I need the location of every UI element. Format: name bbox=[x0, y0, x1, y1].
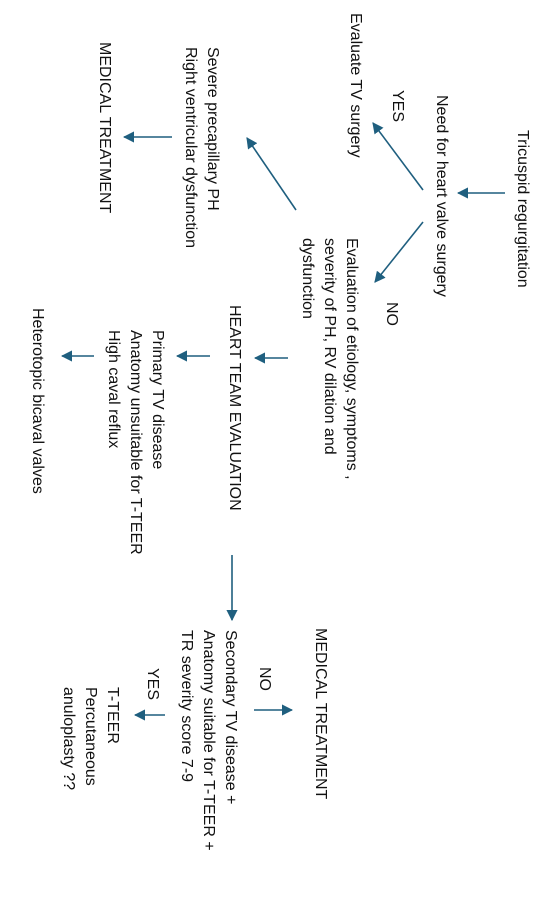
node-medical-treatment-right: MEDICAL TREATMENT bbox=[309, 628, 331, 799]
node-line: anuloplasty ?? bbox=[60, 687, 77, 791]
label-yes-bottom: YES bbox=[141, 668, 163, 700]
node-medical-treatment-left: MEDICAL TREATMENT bbox=[93, 42, 115, 213]
label-no-top: NO bbox=[380, 302, 402, 326]
label-no-bottom: NO bbox=[253, 667, 275, 691]
node-line: Severe precapillary PH bbox=[204, 47, 221, 211]
node-line: Percutaneous bbox=[82, 687, 99, 786]
node-line: Secondary TV disease + bbox=[222, 630, 239, 805]
node-line: TR severity score 7-9 bbox=[178, 630, 195, 783]
arrow-need-surgery-yes bbox=[372, 122, 424, 191]
node-line: dysfunction bbox=[299, 238, 316, 319]
node-heart-team-evaluation: HEART TEAM EVALUATION bbox=[223, 305, 245, 511]
node-line: Heterotopic bicaval valves bbox=[29, 308, 46, 494]
node-line: HEART TEAM EVALUATION bbox=[226, 305, 243, 511]
node-line: Evaluate TV surgery bbox=[347, 13, 364, 158]
label-text: NO bbox=[383, 302, 400, 326]
node-line: severity of PH, RV dilation and bbox=[321, 238, 338, 455]
label-text: YES bbox=[144, 668, 161, 701]
node-line: MEDICAL TREATMENT bbox=[312, 628, 329, 800]
node-evaluate-tv-surgery: Evaluate TV surgery bbox=[344, 13, 366, 158]
node-line: Right ventricular dysfunction bbox=[182, 47, 199, 248]
label-text: YES bbox=[389, 90, 406, 123]
node-line: MEDICAL TREATMENT bbox=[96, 42, 113, 214]
node-line: High caval reflux bbox=[105, 330, 122, 449]
node-line: Primary TV disease bbox=[149, 330, 166, 470]
arrow-need-surgery-no bbox=[374, 221, 424, 283]
node-heterotopic-bicaval-valves: Heterotopic bicaval valves bbox=[26, 308, 48, 494]
node-line: Anatomy suitable for T-TEER + bbox=[200, 630, 217, 851]
label-yes-top: YES bbox=[386, 90, 408, 122]
node-evaluation-etiology: Evaluation of etiology, symptoms , sever… bbox=[296, 238, 362, 480]
node-line: T-TEER bbox=[104, 687, 121, 744]
node-line: Need for heart valve surgery bbox=[433, 95, 450, 297]
node-line: Evaluation of etiology, symptoms , bbox=[343, 238, 360, 480]
node-need-heart-valve-surgery: Need for heart valve surgery bbox=[430, 95, 452, 297]
node-t-teer: T-TEER Percutaneous anuloplasty ?? bbox=[57, 687, 123, 790]
node-primary-tv-disease: Primary TV disease Anatomy unsuitable fo… bbox=[102, 330, 168, 555]
node-line: Anatomy unsuitable for T-TEER bbox=[127, 330, 144, 555]
node-tricuspid-regurgitation: Tricuspid regurgitation bbox=[511, 130, 533, 288]
node-severe-precapillary-ph: Severe precapillary PH Right ventricular… bbox=[179, 47, 223, 248]
arrow-evaluation-to-severe-ph bbox=[246, 137, 297, 211]
label-text: NO bbox=[256, 667, 273, 691]
node-line: Tricuspid regurgitation bbox=[514, 130, 531, 288]
node-secondary-tv-disease: Secondary TV disease + Anatomy suitable … bbox=[175, 630, 241, 851]
